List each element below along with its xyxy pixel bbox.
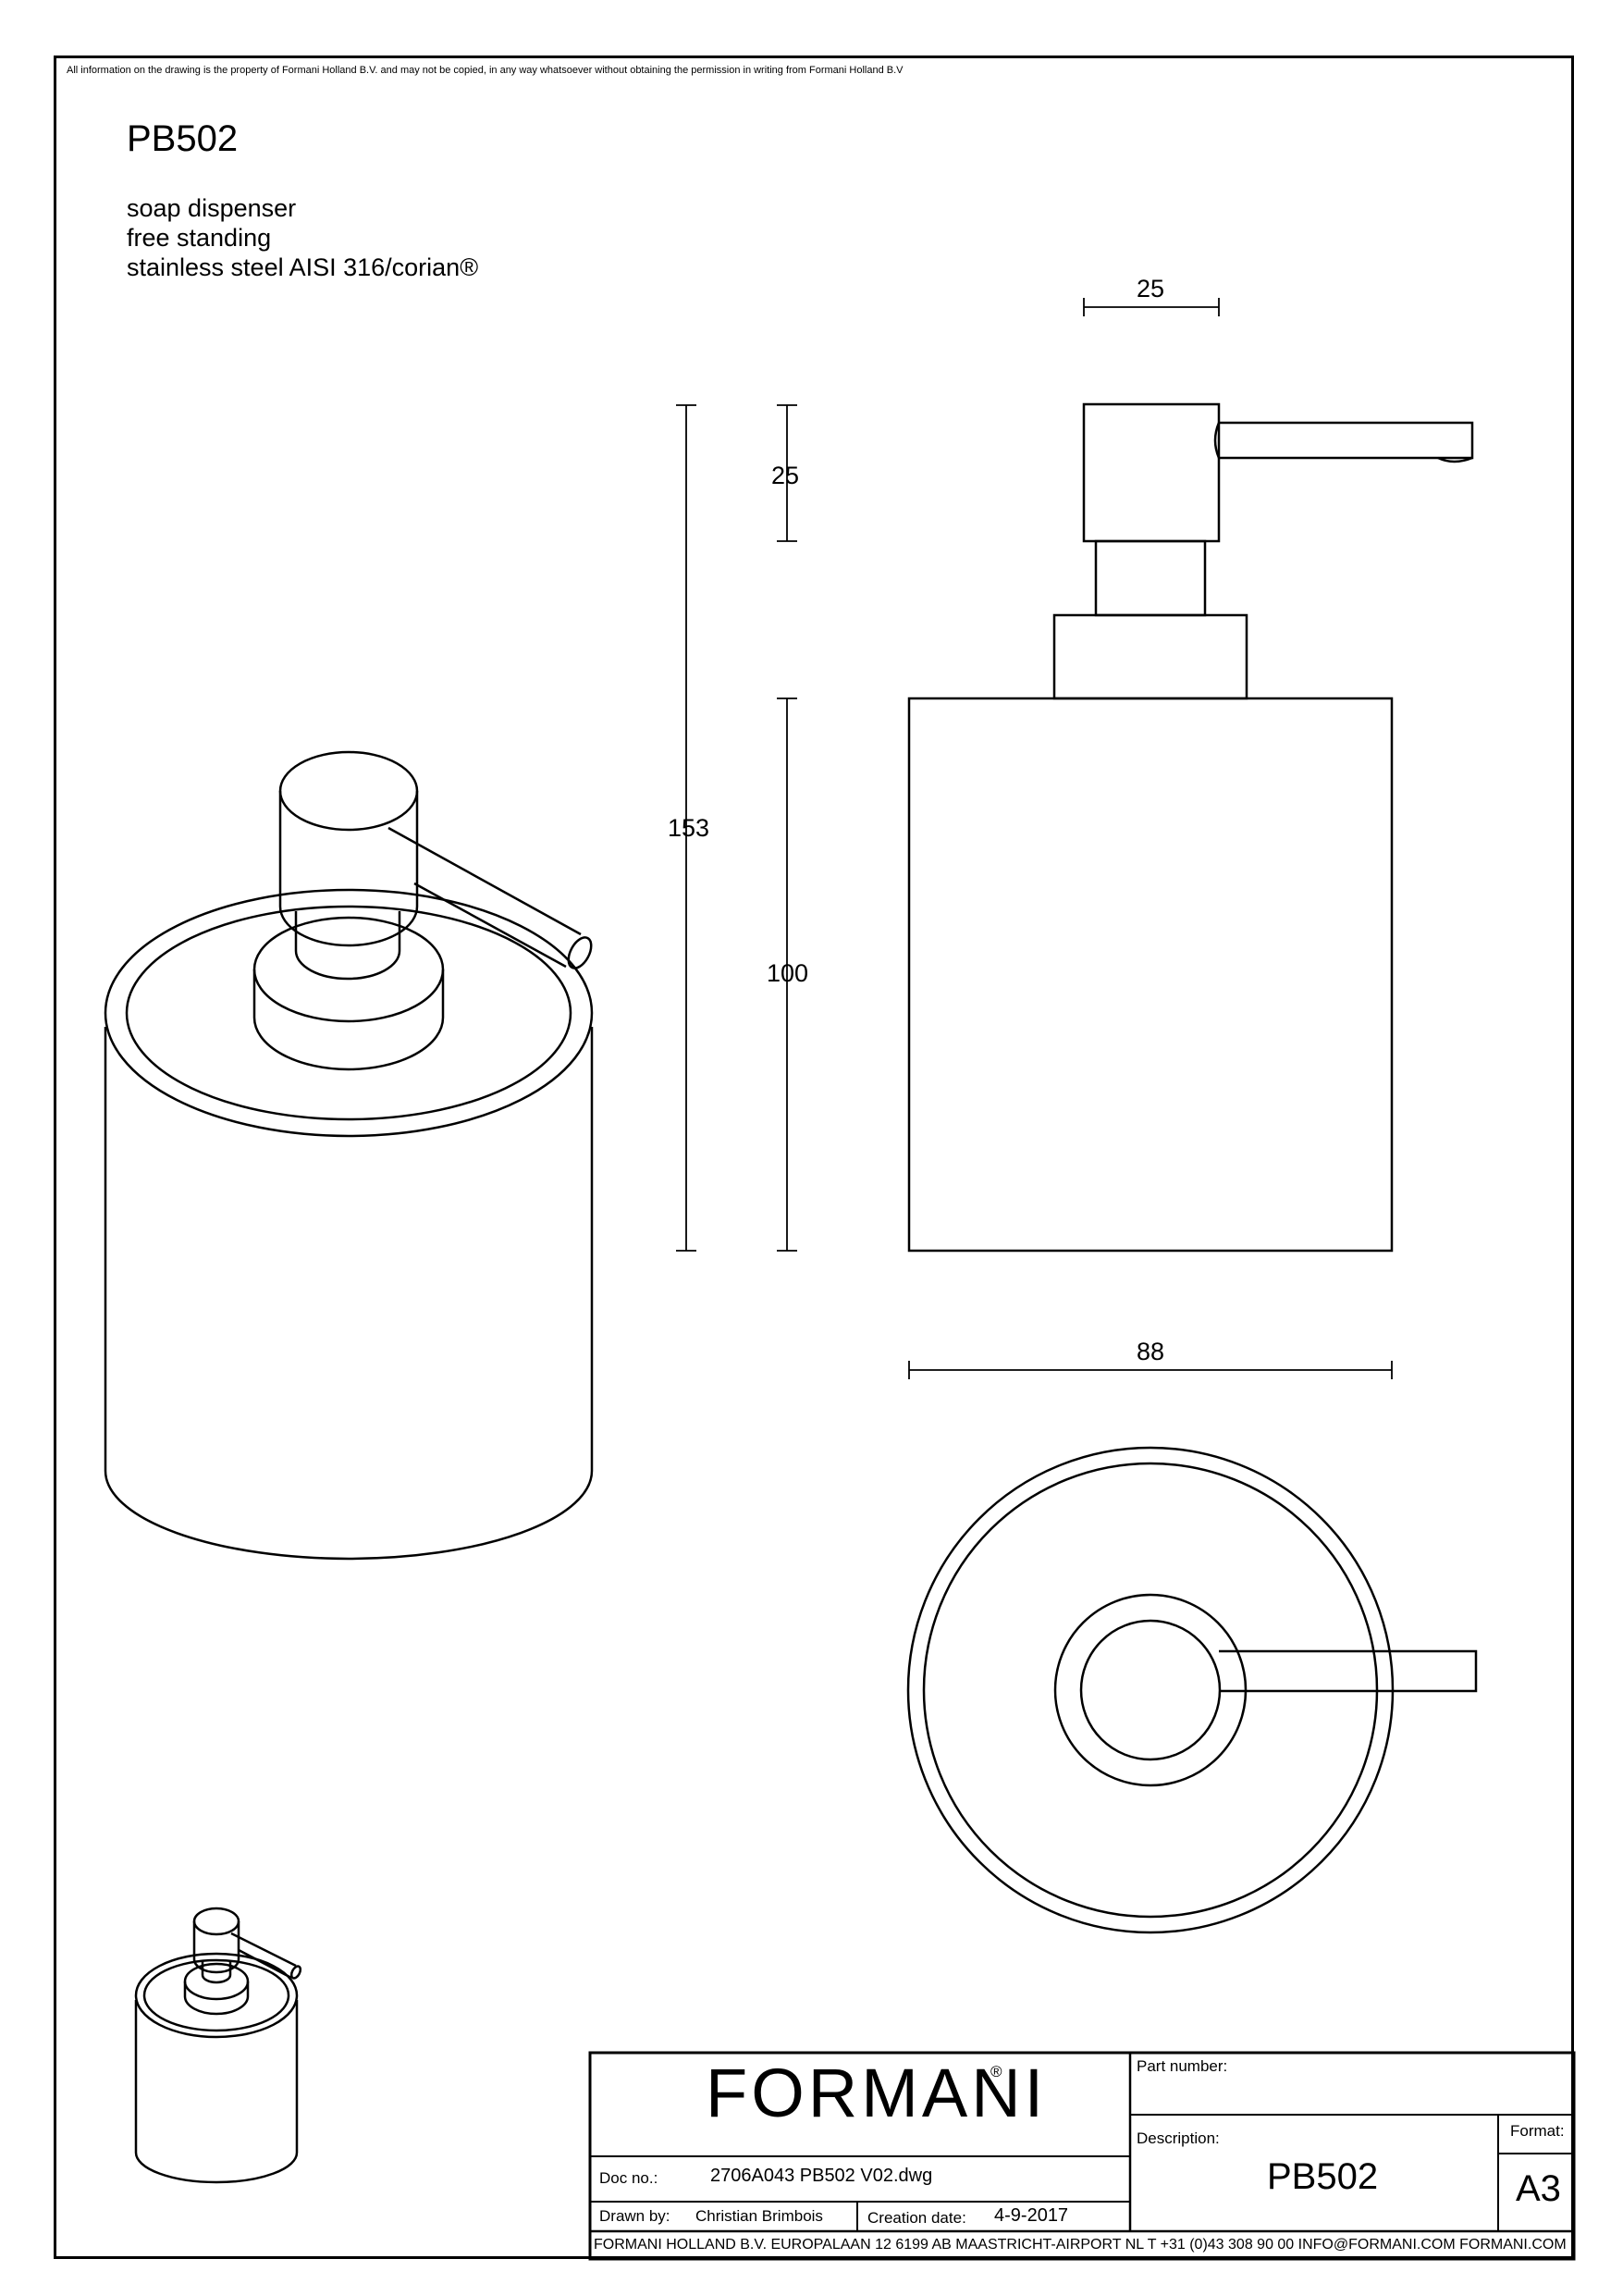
iso-nozzle-edge bbox=[413, 882, 567, 969]
drawn-by-label: Drawn by: bbox=[599, 2207, 670, 2225]
description-value: PB502 bbox=[1267, 2156, 1379, 2197]
dim-label-diameter: 88 bbox=[1137, 1338, 1165, 1365]
iso-pump-head bbox=[278, 791, 419, 947]
formani-logo: FORMANI bbox=[706, 2055, 1048, 2131]
front-body bbox=[907, 697, 1394, 1253]
top-nozzle bbox=[1219, 1649, 1478, 1693]
company-footer: FORMANI HOLLAND B.V. EUROPALAAN 12 6199 … bbox=[594, 2237, 1567, 2253]
top-pump-head bbox=[1079, 1619, 1222, 1761]
thumb-body-top-rim bbox=[134, 1952, 299, 2039]
iso-stem bbox=[294, 911, 401, 981]
drawn-by-value: Christian Brimbois bbox=[695, 2207, 823, 2225]
copyright-notice: All information on the drawing is the pr… bbox=[67, 65, 904, 76]
iso-collar-top bbox=[252, 916, 445, 1023]
dim-label-total-height: 153 bbox=[668, 814, 710, 842]
top-collar bbox=[1053, 1593, 1248, 1787]
front-collar bbox=[1052, 613, 1248, 700]
doc-no-value: 2706A043 PB502 V02.dwg bbox=[710, 2166, 933, 2186]
part-number-label: Part number: bbox=[1137, 2057, 1228, 2075]
format-label: Format: bbox=[1510, 2122, 1565, 2140]
top-view bbox=[906, 1446, 1478, 1934]
iso-nozzle-tip bbox=[567, 936, 593, 969]
format-value: A3 bbox=[1516, 2168, 1561, 2209]
thumb-pump-head-top bbox=[192, 1907, 240, 1936]
thumb-nozzle-tip bbox=[289, 1965, 302, 1980]
front-pump-head bbox=[1082, 402, 1221, 543]
product-description-line: soap dispenser bbox=[127, 194, 297, 222]
isometric-thumbnail bbox=[134, 1907, 302, 2184]
iso-body-outline bbox=[104, 1027, 594, 1561]
thumb-body-outline bbox=[134, 2000, 299, 2184]
title-block-grid bbox=[588, 2051, 1576, 2261]
thumb-collar bbox=[183, 1981, 250, 2016]
thumb-body-top-inner bbox=[142, 1958, 290, 2032]
front-nozzle-tip bbox=[1437, 456, 1473, 463]
product-code: PB502 bbox=[127, 118, 239, 159]
product-description-line: stainless steel AISI 316/corian® bbox=[127, 253, 479, 281]
dim-label-body-height: 100 bbox=[767, 959, 809, 987]
front-view bbox=[907, 402, 1474, 1253]
registered-mark: ® bbox=[990, 2063, 1002, 2080]
product-description-line: free standing bbox=[127, 224, 272, 252]
iso-body-top-rim bbox=[104, 888, 594, 1138]
creation-date-label: Creation date: bbox=[867, 2209, 966, 2227]
thumb-nozzle-edge bbox=[230, 1932, 297, 1968]
iso-pump-head-top bbox=[278, 750, 419, 832]
iso-collar bbox=[252, 969, 445, 1071]
thumb-pump-head bbox=[192, 1921, 240, 1974]
creation-date-value: 4-9-2017 bbox=[994, 2205, 1069, 2226]
front-nozzle-joint bbox=[1213, 422, 1221, 459]
iso-body-top-inner bbox=[125, 905, 572, 1121]
front-stem bbox=[1094, 539, 1207, 617]
isometric-view bbox=[104, 750, 594, 1561]
front-nozzle bbox=[1219, 421, 1474, 460]
dimension-lines bbox=[676, 298, 1393, 1379]
thumb-nozzle-edge bbox=[238, 1948, 292, 1980]
dim-label-pump-height: 25 bbox=[771, 462, 800, 489]
description-label: Description: bbox=[1137, 2129, 1220, 2147]
dim-label-pump-width: 25 bbox=[1137, 275, 1165, 302]
thumb-stem bbox=[201, 1961, 232, 1984]
doc-no-label: Doc no.: bbox=[599, 2169, 658, 2187]
iso-nozzle-edge bbox=[387, 826, 582, 936]
